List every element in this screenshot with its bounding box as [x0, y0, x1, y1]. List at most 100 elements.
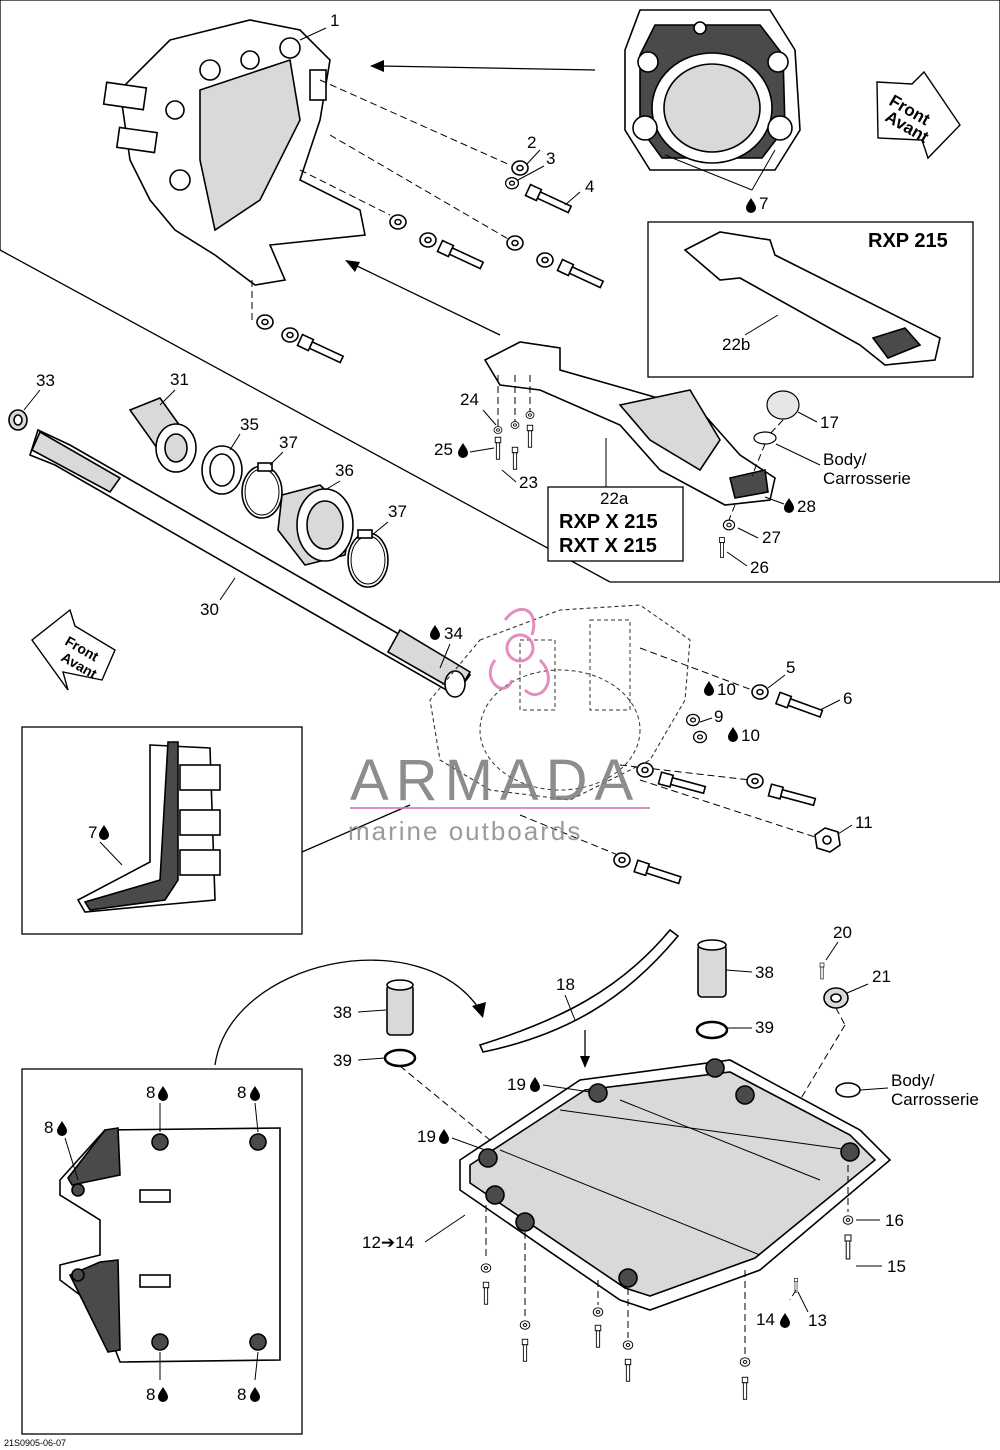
- dash-26: [728, 504, 736, 521]
- dash-housing-upper: [319, 79, 511, 166]
- callout-37-lower: 37: [388, 502, 407, 521]
- callout-36: 36: [335, 461, 354, 480]
- sealant-drop-icon-19-upper: [530, 1077, 540, 1092]
- callout-8-top-right: 8: [237, 1083, 246, 1102]
- o-ring-39-left: [383, 1048, 417, 1068]
- leader-13: [797, 1291, 809, 1313]
- bolt-4: [524, 183, 574, 216]
- sealant-drop-icon-8-a: [158, 1086, 168, 1101]
- washer-set-low: [256, 314, 299, 343]
- callout-13: 13: [808, 1311, 827, 1330]
- leader-28: [764, 496, 785, 505]
- jet-pump-support-part-1: [102, 19, 366, 286]
- sealant-drop-icon-7: [746, 198, 756, 213]
- leader-12-14: [424, 1214, 466, 1243]
- callout-28: 28: [797, 497, 816, 516]
- ride-plate-part: [459, 1058, 892, 1311]
- front-arrow-icon-top: Front Avant: [876, 70, 961, 160]
- leader-27: [737, 527, 759, 539]
- rxp215-inset-box: [647, 221, 974, 378]
- ride-plate-inset-part: [59, 1127, 281, 1363]
- sealant-drop-icon-34: [430, 625, 440, 640]
- sealant-drop-icon-8-c: [57, 1121, 67, 1136]
- callout-1: 1: [330, 11, 339, 30]
- leader-39-left: [357, 1057, 386, 1061]
- callout-38-left: 38: [333, 1003, 352, 1022]
- dash-17: [767, 419, 784, 437]
- leader-36: [324, 480, 341, 491]
- bolt-6: [775, 691, 825, 721]
- bolt-mid-right: [767, 783, 817, 809]
- callout-7-inset: 7: [88, 823, 97, 842]
- sealant-drop-icon-19-lower: [439, 1129, 449, 1144]
- bolt-26: [719, 537, 725, 558]
- rxpx215-label: RXP X 215: [559, 511, 658, 533]
- grommet-body-part: [753, 431, 777, 445]
- leader-7-b: [751, 149, 776, 191]
- pump-housing-ghost: [429, 604, 691, 801]
- callout-20: 20: [833, 923, 852, 942]
- bottom-bolt-set: [480, 1165, 854, 1400]
- dash-28: [751, 443, 766, 477]
- leader-30: [219, 577, 236, 601]
- brand-watermark: ARMADA marine outboards: [348, 607, 650, 846]
- sleeve-38-right-part: [697, 939, 727, 998]
- callout-35: 35: [240, 415, 259, 434]
- grommet-21-part: [823, 987, 849, 1009]
- support-22b-part: [683, 231, 941, 366]
- leader-8-c: [64, 1137, 79, 1181]
- leader-4: [564, 191, 581, 206]
- leader-9: [699, 717, 713, 723]
- callout-33: 33: [36, 371, 55, 390]
- bolt-lower: [633, 859, 683, 887]
- leader-25: [469, 447, 495, 453]
- arrow-18-down-head: [580, 1056, 590, 1068]
- leader-17: [797, 411, 818, 423]
- washer-set-mid-a: [389, 214, 437, 248]
- leader-37-lower: [371, 521, 389, 536]
- dash-bolt-11: [639, 779, 819, 839]
- callout-17: 17: [820, 413, 839, 432]
- callout-16: 16: [885, 1211, 904, 1230]
- dash-bolt-6: [639, 647, 753, 691]
- rxtx215-label: RXT X 215: [559, 535, 657, 557]
- sealant-drop-icon-14: [780, 1313, 790, 1328]
- bushing-33-part: [8, 409, 28, 431]
- leader-11: [837, 824, 853, 835]
- leader-body-lower: [859, 1087, 889, 1091]
- callout-19-lower: 19: [417, 1127, 436, 1146]
- curved-pointer-arrowhead: [472, 1002, 486, 1018]
- washer-3: [504, 176, 520, 190]
- callout-25: 25: [434, 440, 453, 459]
- leader-35: [229, 433, 241, 451]
- callout-8-top-left: 8: [146, 1083, 155, 1102]
- callout-34: 34: [444, 624, 463, 643]
- watermark-tagline: marine outboards: [348, 816, 582, 846]
- leader-38-left: [357, 1009, 387, 1013]
- dash-21-drop: [799, 1024, 846, 1101]
- callout-19-upper: 19: [507, 1075, 526, 1094]
- nut-11-part: [814, 827, 841, 853]
- callout-8-side: 8: [44, 1118, 53, 1137]
- bolt-mid-a: [436, 239, 486, 272]
- carbon-ring-31-part: [128, 397, 197, 473]
- ring-35-part: [201, 445, 243, 495]
- o-ring-39-right: [695, 1020, 729, 1040]
- callout-12-14: 12➔14: [362, 1233, 414, 1252]
- arrow-to-housing-top: [370, 60, 596, 72]
- washer-set-mid-b: [506, 235, 554, 268]
- callout-3: 3: [546, 149, 555, 168]
- sealant-drop-icon-8-d: [158, 1387, 168, 1402]
- rxp215-label: RXP 215: [868, 230, 948, 252]
- sealant-drop-icon-25: [458, 443, 468, 458]
- callout-27: 27: [762, 528, 781, 547]
- leader-1: [299, 27, 327, 41]
- callout-18: 18: [556, 975, 575, 994]
- diagram-code: 21S0905-06-07: [4, 1438, 66, 1448]
- clamp-37-upper-part: [241, 462, 283, 519]
- watermark-brand: ARMADA: [350, 748, 640, 813]
- watermark-propeller-icon: [505, 633, 535, 663]
- bolt-low: [296, 333, 346, 366]
- support-22a-part: [483, 341, 776, 506]
